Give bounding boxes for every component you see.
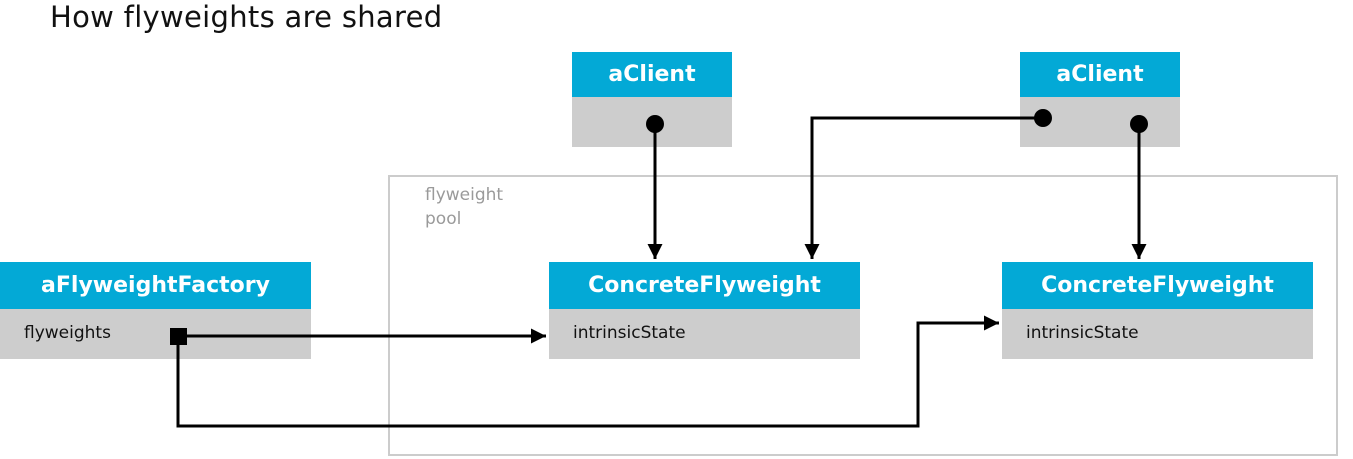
client-right-name: aClient bbox=[1020, 52, 1180, 97]
pool-label-line1: flyweight bbox=[425, 185, 504, 205]
flyweight-pool-label: flyweight pool bbox=[425, 183, 503, 231]
flyweight-right-attribute: intrinsicState bbox=[1002, 309, 1313, 359]
flyweight-left-attribute: intrinsicState bbox=[549, 309, 860, 359]
factory-attribute: flyweights bbox=[0, 309, 311, 359]
reference-dot-client-right-b bbox=[1130, 115, 1148, 133]
diagram-title: How flyweights are shared bbox=[50, 0, 443, 34]
factory-name: aFlyweightFactory bbox=[0, 262, 311, 309]
reference-dot-client-right-a bbox=[1034, 109, 1052, 127]
arrow-factory-to-flyweight-right bbox=[176, 315, 999, 428]
flyweight-pool-boundary bbox=[388, 175, 1338, 456]
client-object-left: aClient bbox=[572, 52, 732, 147]
concrete-flyweight-right: ConcreteFlyweight intrinsicState bbox=[1002, 262, 1313, 359]
arrow-client-right-to-flyweight-left bbox=[804, 116, 1043, 259]
reference-dot-client-left bbox=[646, 115, 664, 133]
reference-square-factory bbox=[170, 328, 187, 345]
pool-label-line2: pool bbox=[425, 209, 462, 229]
client-left-name: aClient bbox=[572, 52, 732, 97]
flyweight-right-name: ConcreteFlyweight bbox=[1002, 262, 1313, 309]
flyweight-left-name: ConcreteFlyweight bbox=[549, 262, 860, 309]
concrete-flyweight-left: ConcreteFlyweight intrinsicState bbox=[549, 262, 860, 359]
flyweight-factory-object: aFlyweightFactory flyweights bbox=[0, 262, 311, 359]
